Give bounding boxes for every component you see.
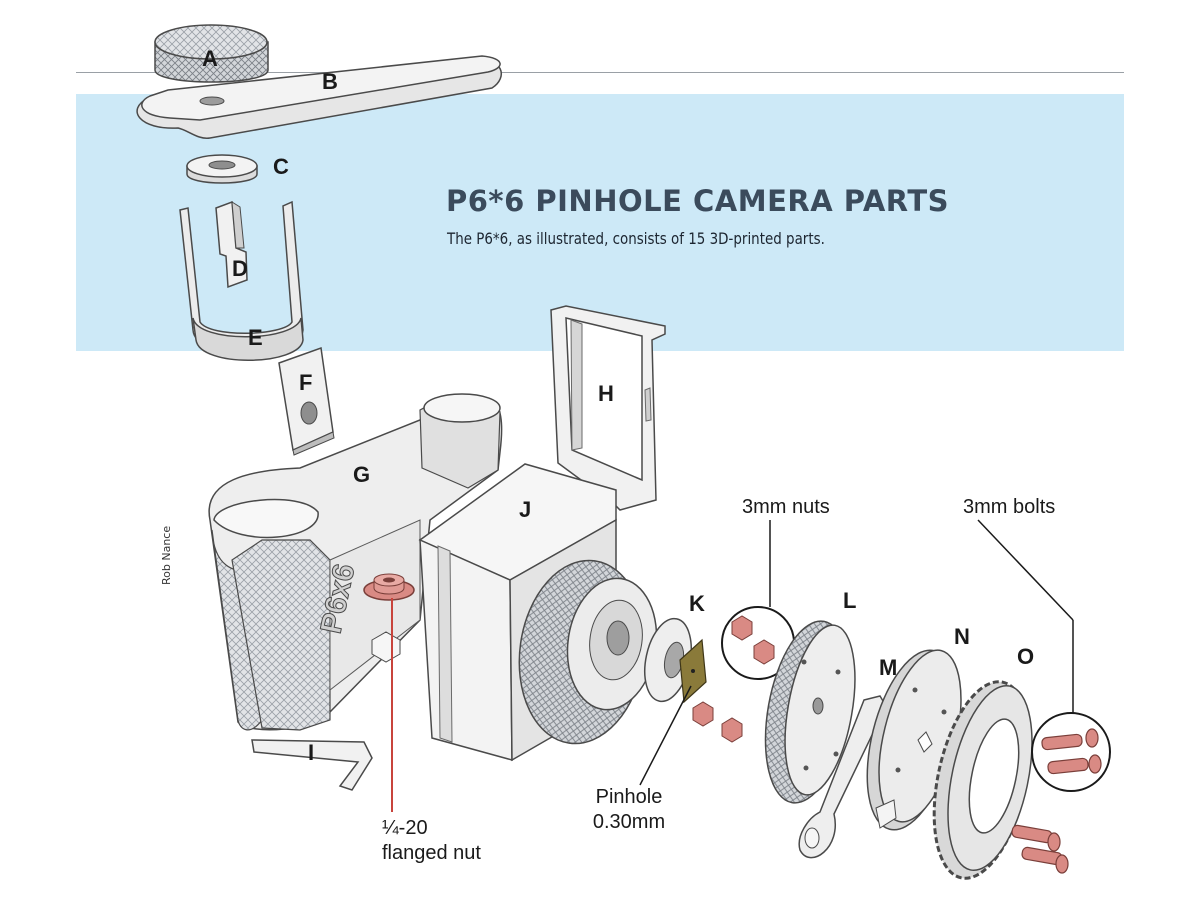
label-f: F <box>299 370 312 395</box>
part-a-knurled-knob <box>154 24 269 83</box>
bolts-callout <box>977 519 1111 792</box>
label-g: G <box>353 462 370 487</box>
label-o: O <box>1017 644 1034 669</box>
part-c-washer <box>186 154 258 184</box>
part-o-geared-ring <box>932 680 1033 880</box>
label-a: A <box>202 46 218 71</box>
pinhole-label: Pinhole 0.30mm <box>586 785 672 835</box>
part-f-plate <box>278 346 335 456</box>
label-d: D <box>232 256 248 281</box>
part-j-film-box <box>418 463 658 762</box>
label-i: I <box>308 740 314 765</box>
pinhole-label-line-1: Pinhole <box>595 786 663 808</box>
flanged-nut-label-line-1: ¼-20 <box>382 817 428 839</box>
pinhole-leader <box>639 685 692 786</box>
part-e-cradle <box>179 200 304 361</box>
label-b: B <box>322 69 338 94</box>
pinhole-label-line-2: 0.30mm <box>592 811 666 833</box>
top-rule <box>76 72 1124 73</box>
loose-bolts <box>1011 824 1069 874</box>
label-h: H <box>598 381 614 406</box>
flanged-nut <box>363 573 415 601</box>
part-d-key <box>215 200 248 289</box>
title-banner <box>76 94 1124 351</box>
flanged-nut-label: ¼-20 flanged nut <box>382 816 481 866</box>
pinhole-foil <box>679 638 707 704</box>
label-c: C <box>273 154 289 179</box>
label-e: E <box>248 325 263 350</box>
diagram-title: P6*6 PINHOLE CAMERA PARTS <box>446 184 949 218</box>
flanged-nut-label-line-2: flanged nut <box>382 842 481 864</box>
label-k: K <box>689 591 705 616</box>
part-m-shutter-blade <box>798 695 887 859</box>
bolts-label: 3mm bolts <box>963 496 1056 518</box>
nuts-label: 3mm nuts <box>742 496 830 518</box>
part-l-disc <box>764 620 856 804</box>
label-n: N <box>954 624 970 649</box>
part-g-body: P6x6 <box>208 393 503 731</box>
label-m: M <box>879 655 897 680</box>
nuts-callout <box>721 520 795 680</box>
part-k-pinhole-mount <box>644 617 692 703</box>
diagram-subtitle: The P6*6, as illustrated, consists of 15… <box>447 229 825 248</box>
loose-nuts <box>692 701 743 743</box>
label-l: L <box>843 588 856 613</box>
part-h-frame <box>550 305 666 511</box>
label-j: J <box>519 497 531 522</box>
part-b-winding-lever <box>136 55 502 139</box>
part-i-latch <box>251 739 373 791</box>
